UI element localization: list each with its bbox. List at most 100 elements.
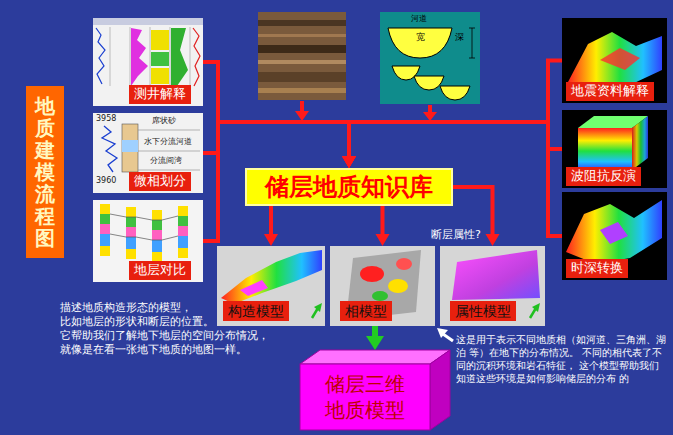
label-tag: 测井解释	[129, 85, 191, 104]
well-column	[100, 204, 110, 256]
label-wrap: 深	[455, 32, 464, 43]
connector	[264, 206, 278, 246]
label-wrap: 宽	[416, 32, 425, 43]
horizon-surface	[566, 200, 662, 264]
leader-arrow	[443, 334, 453, 341]
correlation-line	[110, 234, 178, 240]
label-wrap: 河道	[411, 14, 427, 24]
cube-side	[430, 350, 450, 430]
channel-label: 深	[455, 32, 464, 43]
facies-panel	[93, 113, 203, 193]
inversion-panel	[562, 110, 667, 188]
core-band	[258, 20, 346, 26]
label-wrap: 描述地质构造形态的模型， 比如地层的形状和断层的位置。 它帮助我们了解地下地层的…	[60, 301, 284, 357]
log-fill	[151, 30, 169, 50]
well-column	[126, 207, 136, 259]
connector-line	[269, 206, 273, 236]
image-panel: 构造模型	[217, 246, 325, 326]
horizon-surface	[600, 222, 628, 244]
core-photo	[258, 12, 346, 100]
core-band	[258, 72, 346, 82]
label-tag: 构造模型	[223, 301, 289, 321]
annotation-text: 这是用于表示不同地质相（如河道、三角洲、湖泊 等）在地下的分布情况。 不同的相代…	[456, 333, 668, 385]
seismic-panel	[562, 18, 667, 103]
facies-blob	[388, 279, 408, 293]
panel-label: 地震资料解释	[571, 83, 649, 100]
arrow-head	[342, 156, 356, 168]
facies-divider	[138, 130, 200, 170]
log-header	[93, 18, 203, 25]
channel-label: 河道	[411, 14, 427, 24]
structure-surface	[221, 250, 322, 304]
log-grid	[110, 27, 190, 86]
channel-trough	[440, 86, 470, 100]
correlation-panel	[93, 200, 203, 282]
cube-top	[300, 350, 450, 364]
horizon-surface	[568, 32, 662, 88]
facies-band	[122, 140, 138, 152]
log-fill	[151, 68, 169, 84]
depth-number: 3958	[96, 114, 116, 124]
cube-face: 储层三维 地质模型	[300, 364, 430, 430]
knowledge-title: 储层地质知识库	[265, 171, 433, 203]
label-wrap: 3958	[96, 114, 116, 124]
connector-line	[381, 206, 385, 236]
feed-arrow	[428, 105, 432, 113]
connector	[366, 326, 384, 350]
channel-sketch	[380, 12, 480, 104]
panel-label: 时深转换	[571, 260, 623, 277]
log-panel	[93, 18, 203, 106]
panel-label: 属性模型	[455, 302, 511, 320]
arrow-head	[342, 156, 356, 168]
property-slab	[452, 250, 540, 300]
image-panel: 时深转换	[562, 192, 667, 280]
facies-label: 水下分流河道	[144, 137, 192, 147]
facies-column	[122, 124, 138, 172]
connector	[342, 61, 562, 169]
chart-title: 地质建模流程图	[35, 95, 55, 249]
log-curve	[96, 28, 105, 84]
model-picture	[330, 246, 435, 326]
panel-label: 地层对比	[134, 262, 186, 279]
connector-line	[203, 62, 349, 158]
image-panel: 地层对比	[93, 200, 203, 282]
image-panel: 测井解释	[93, 18, 203, 106]
facies-label: 席状砂	[152, 116, 176, 126]
model-picture	[217, 246, 325, 326]
channel-label: 宽	[416, 32, 425, 43]
arrow-head	[376, 234, 390, 246]
label-wrap: 水下分流河道	[144, 137, 192, 147]
facies-label: 分流间湾	[150, 156, 182, 166]
label-tag: 微相划分	[129, 172, 191, 191]
label-wrap: 断层属性?	[431, 228, 481, 241]
label-wrap: 分流间湾	[150, 156, 182, 166]
model-picture	[440, 246, 545, 326]
dimension-line	[469, 28, 475, 58]
log-fill	[151, 52, 169, 66]
panel-label: 波阻抗反演	[571, 168, 636, 185]
arrow-head	[264, 234, 278, 246]
log-fill	[171, 28, 188, 86]
cube-face	[578, 128, 632, 170]
facies-blob	[360, 266, 384, 282]
feed-arrow	[295, 111, 309, 121]
connector-line	[349, 61, 562, 159]
panel-label: 构造模型	[228, 302, 284, 320]
channel-trough	[414, 76, 444, 90]
connector	[203, 122, 356, 168]
depth-panel	[562, 192, 667, 280]
small-arrow	[314, 303, 322, 312]
label-tag: 时深转换	[566, 259, 628, 278]
model-cube: 储层三维 地质模型	[300, 350, 450, 430]
leader-arrow	[437, 328, 448, 338]
small-arrow	[532, 303, 540, 312]
connector-line	[203, 122, 349, 158]
core-band	[258, 45, 346, 53]
structure-surface	[240, 280, 268, 296]
label-tag: 地震资料解释	[566, 82, 654, 101]
facies-slab	[346, 250, 421, 320]
connector	[342, 122, 562, 168]
annotation-text: 描述地质构造形态的模型， 比如地层的形状和断层的位置。 它帮助我们了解地下地层的…	[60, 301, 284, 357]
correlation-line	[110, 214, 178, 220]
